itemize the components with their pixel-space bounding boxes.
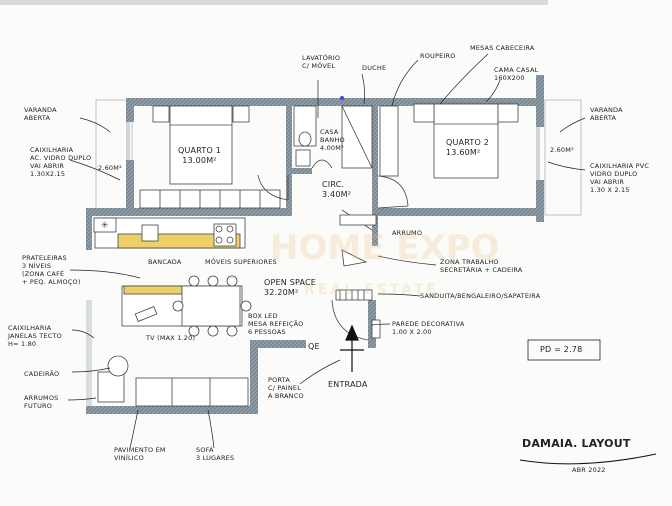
label-prateleiras: PRATELEIRAS 3 NÍVEIS (ZONA CAFÉ + PEQ. A… <box>22 254 81 286</box>
kitchen: ✳ <box>93 217 246 249</box>
label-area-left-balcony: 2.60m² <box>98 164 122 172</box>
label-quarto2: QUARTO 2 13.60m² <box>446 138 490 157</box>
signature-underline <box>519 453 657 465</box>
label-porta: PORTA C/ PAINEL A BRANCO <box>268 376 304 400</box>
label-zona-trabalho: ZONA TRABALHO SECRETÁRIA + CADEIRA <box>440 258 523 274</box>
label-entrada: ENTRADA <box>328 380 368 389</box>
hall-furniture <box>331 289 381 341</box>
label-circ: CIRC. 3.40m² <box>322 180 352 199</box>
label-signature-date: ABR 2022 <box>572 466 606 474</box>
quarto1-furniture <box>139 105 281 209</box>
blue-marker <box>340 96 344 100</box>
dining-island <box>121 275 252 337</box>
label-moveis-superiores: MÓVEIS SUPERIORES <box>205 258 277 266</box>
label-casa-banho: CASA BANHO 4.00m² <box>320 128 345 152</box>
walls <box>86 75 544 414</box>
label-area-right-balcony: 2.60m² <box>550 146 574 154</box>
entrance-arrow <box>340 324 364 372</box>
bathroom-fixtures <box>293 105 373 169</box>
right-balcony-outline <box>544 99 582 216</box>
label-mesas-cabeceira: MESAS CABECEIRA <box>470 44 535 52</box>
label-caixilharia-right: CAIXILHARIA PVC VIDRO DUPLO VAI ABRIR 1.… <box>590 162 650 194</box>
label-qe: QE <box>308 342 320 351</box>
label-varanda-left: VARANDA ABERTA <box>24 106 57 122</box>
quarto2-furniture <box>377 103 519 209</box>
label-bancada: BANCADA <box>148 258 182 266</box>
label-openspace: OPEN SPACE 32.20m² <box>264 278 317 297</box>
label-sanduita: SANDUITA/BENGALEIRO/SAPATEIRA <box>420 292 541 300</box>
label-pd: PD = 2.78 <box>540 345 583 354</box>
label-cama-casal: CAMA CASAL 160x200 <box>494 66 539 82</box>
label-duche: DUCHE <box>362 64 387 72</box>
label-varanda-right: VARANDA ABERTA <box>590 106 623 122</box>
label-sofa: SOFÁ 3 LUGARES <box>196 446 235 462</box>
svg-text:✳: ✳ <box>101 221 109 231</box>
label-caixilharia-sala: CAIXILHARIA JANELAS TECTO H= 1.80 <box>8 324 62 348</box>
label-parede-decorativa: PAREDE DECORATIVA 1.00 x 2.00 <box>392 320 465 336</box>
circulation-doors <box>257 174 377 267</box>
label-arrumo: ARRUMO <box>392 229 423 237</box>
label-pavimento: PAVIMENTO EM VINÍLICO <box>114 446 166 462</box>
label-quarto1: QUARTO 1 13.00m² <box>178 146 222 165</box>
label-caixilharia-left: CAIXILHARIA AC. VIDRO DUPLO VAI ABRIR 1.… <box>30 146 92 178</box>
label-arrumos-futuro: ARRUMOS FUTURO <box>24 394 59 410</box>
label-lavatorio: LAVATÓRIO C/ MÓVEL <box>302 54 341 70</box>
label-roupeiro: ROUPEIRO <box>420 52 456 60</box>
label-boxled: BOX LED MESA REFEIÇÃO 6 PESSOAS <box>248 312 304 336</box>
sofa <box>97 355 249 407</box>
scroll-strip <box>0 0 548 5</box>
annotation-leaders <box>67 53 586 449</box>
label-tv: TV (MAX 1.20) <box>146 334 196 342</box>
label-cadeirao: CADEIRÃO <box>24 370 60 378</box>
label-signature: DAMAIA. LAYOUT <box>522 437 631 450</box>
pd-box <box>527 339 601 361</box>
